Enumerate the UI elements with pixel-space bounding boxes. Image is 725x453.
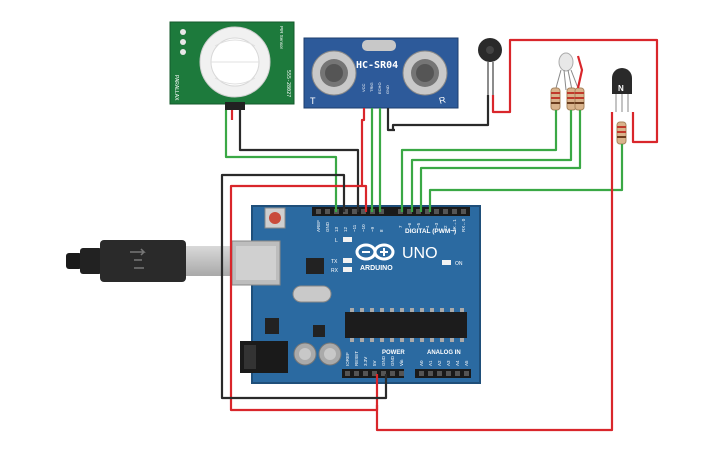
pin-label-2: 2 xyxy=(443,225,448,228)
sonar-r-mark: R xyxy=(438,94,447,105)
arduino-model-label: UNO xyxy=(402,245,438,262)
pin-label-gnd-2: GND xyxy=(390,355,395,366)
wire-led-green xyxy=(410,110,573,212)
sonar-model-label: HC-SR04 xyxy=(356,60,398,71)
on-led-label: ON xyxy=(455,261,463,267)
power-label: POWER xyxy=(382,350,405,356)
wires xyxy=(220,38,659,432)
pin-label-a0: A0 xyxy=(419,360,424,366)
pir-model-label: 555-28027 xyxy=(285,70,291,97)
sonar-pin-echo: ECHO xyxy=(377,82,382,94)
analog-in-label: ANALOG IN xyxy=(427,350,461,356)
pin-label-a4: A4 xyxy=(455,360,460,366)
wire-pir-green xyxy=(224,110,338,212)
led-label-tx: TX xyxy=(331,259,338,265)
pin-label-reset: RESET xyxy=(354,351,359,366)
arduino-logo-icon xyxy=(355,243,395,261)
pin-label-8: 8 xyxy=(379,229,384,232)
pin-label-10: ~10 xyxy=(361,224,366,232)
led-label-l: L xyxy=(335,238,338,244)
pin-label-12: 12 xyxy=(343,226,348,232)
pin-label-5: ~5 xyxy=(416,222,421,228)
pir-sensor: 555-28027 PIR Sensor PARALLAX xyxy=(169,21,295,110)
wire-led-gnd xyxy=(576,55,584,89)
pir-brand-label: PARALLAX xyxy=(173,75,179,101)
pin-label-tx1: TX→1 xyxy=(452,219,457,232)
arduino-uno-board: ARDUINO UNO DIGITAL (PWM~) POWER ANALOG … xyxy=(231,205,481,384)
usb-cable xyxy=(66,240,238,282)
pin-label-5v: 5V xyxy=(372,360,377,366)
wire-buzzer-red xyxy=(491,38,659,144)
pin-label-6: ~6 xyxy=(407,222,412,228)
sonar-t-mark: T xyxy=(310,96,316,106)
pin-label-11: ~11 xyxy=(352,224,357,232)
npn-transistor: N xyxy=(612,68,632,145)
pin-label-3v3: 3.3V xyxy=(363,357,368,366)
pin-label-3: ~3 xyxy=(434,222,439,228)
wire-5v-red xyxy=(229,184,379,412)
pin-label-7: 7 xyxy=(398,225,403,228)
wire-buzzer-black xyxy=(391,95,490,130)
wire-transistor-red xyxy=(375,112,614,432)
pin-label-a3: A3 xyxy=(446,360,451,366)
sonar-pin-trig: TRIG xyxy=(369,82,374,92)
pin-label-aref: AREF xyxy=(316,220,321,232)
wire-led-red xyxy=(400,110,558,212)
pin-label-ioref: IOREF xyxy=(345,352,350,366)
ultrasonic-sensor: HC-SR04 T R VCC TRIG ECHO GND xyxy=(303,37,459,109)
pin-label-vin: Vin xyxy=(399,359,404,366)
pin-label-4: 4 xyxy=(425,225,430,228)
transistor-label: N xyxy=(618,84,624,93)
digital-pwm-label: DIGITAL (PWM~) xyxy=(405,228,456,235)
led-label-rx: RX xyxy=(331,268,339,274)
pin-label-a2: A2 xyxy=(437,360,442,366)
pir-side-label: PIR Sensor xyxy=(279,26,284,50)
wire-sonar-vcc xyxy=(360,108,366,186)
pin-label-13: 13 xyxy=(334,226,339,232)
pin-label-gnd: GND xyxy=(325,221,330,232)
pin-label-rx0: RX←0 xyxy=(461,218,466,232)
wire-led-blue xyxy=(419,110,582,212)
pin-label-a1: A1 xyxy=(428,360,433,366)
piezo-buzzer xyxy=(478,38,502,95)
arduino-brand-label: ARDUINO xyxy=(360,265,393,272)
wire-pir-black xyxy=(238,110,360,212)
pin-label-a5: A5 xyxy=(464,360,469,366)
sonar-pin-vcc: VCC xyxy=(361,83,366,92)
wire-transistor-green xyxy=(428,144,624,212)
led-resistors xyxy=(550,87,585,111)
rgb-led xyxy=(555,52,579,91)
pin-label-9: ~9 xyxy=(370,226,375,232)
sonar-pin-gnd: GND xyxy=(385,85,390,94)
pin-label-gnd-1: GND xyxy=(381,355,386,366)
wire-gnd-black xyxy=(220,173,388,400)
